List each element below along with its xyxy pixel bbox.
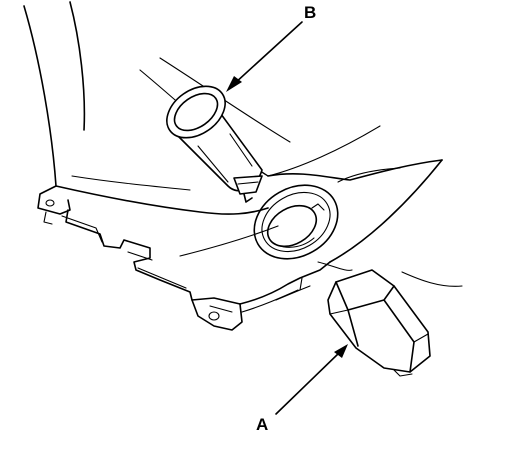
socket-opening	[253, 184, 339, 260]
callout-label-b: B	[304, 3, 317, 22]
leader-arrow-a	[275, 344, 348, 415]
leader-arrow-b	[226, 21, 303, 92]
socket-cap-a	[327, 269, 431, 377]
socket-housing-b	[166, 85, 269, 203]
wire-lead	[401, 271, 463, 287]
callout-label-a: A	[256, 415, 269, 434]
